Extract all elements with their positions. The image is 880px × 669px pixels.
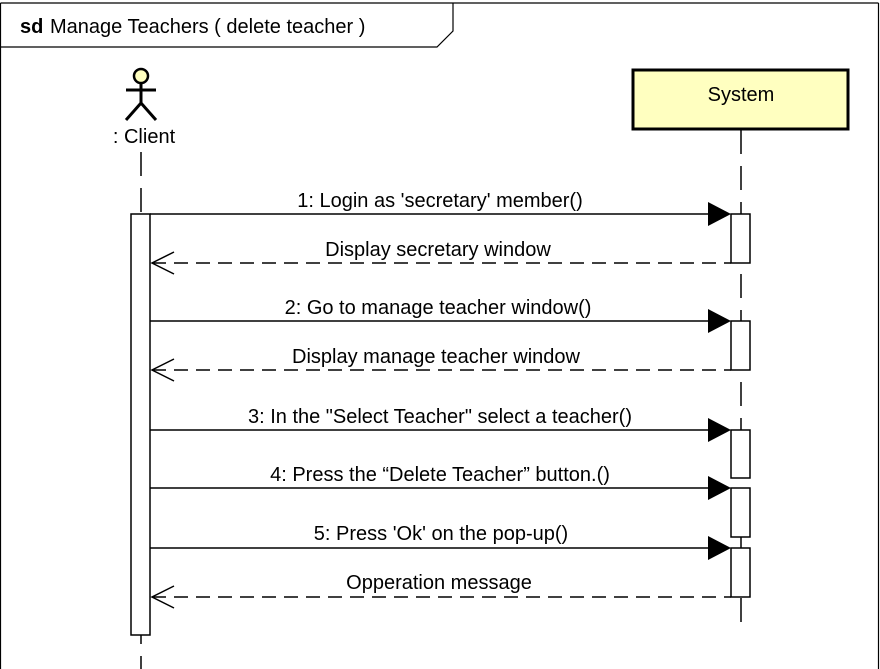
- frame-keyword: sd: [20, 16, 43, 38]
- system-activation-bar: [730, 487, 751, 538]
- frame-title: Manage Teachers ( delete teacher ): [50, 16, 365, 38]
- message-label: 2: Go to manage teacher window(): [285, 297, 592, 319]
- message-return: Display secretary window: [150, 239, 731, 275]
- message-call: 4: Press the “Delete Teacher” button.(): [150, 464, 731, 500]
- filled-arrowhead-icon: [708, 536, 731, 560]
- message-label: Display secretary window: [325, 239, 551, 261]
- system-activation-bar: [730, 213, 751, 264]
- message-label: Opperation message: [346, 572, 532, 594]
- stick-figure-icon: [124, 67, 158, 121]
- open-arrowhead-icon: [150, 358, 175, 382]
- message-label: 5: Press 'Ok' on the pop-up(): [314, 523, 568, 545]
- filled-arrowhead-icon: [708, 309, 731, 333]
- message-label: 4: Press the “Delete Teacher” button.(): [270, 464, 610, 486]
- message-label: 1: Login as 'secretary' member(): [297, 190, 583, 212]
- open-arrowhead-icon: [150, 585, 175, 609]
- message-return: Opperation message: [150, 572, 731, 609]
- message-return: Display manage teacher window: [150, 346, 731, 382]
- actor-label: : Client: [113, 126, 176, 148]
- open-arrowhead-icon: [150, 251, 175, 275]
- filled-arrowhead-icon: [708, 202, 731, 226]
- system-activation-bar: [730, 429, 751, 479]
- message-call: 3: In the "Select Teacher" select a teac…: [150, 406, 731, 442]
- filled-arrowhead-icon: [708, 476, 731, 500]
- actor-client: : Client: [113, 67, 176, 148]
- filled-arrowhead-icon: [708, 418, 731, 442]
- system-activation-bar: [730, 320, 751, 371]
- system-lifeline-head: System: [631, 68, 850, 131]
- frame-title-tab: [0, 3, 454, 48]
- system-activation-bar: [730, 547, 751, 598]
- message-label: 3: In the "Select Teacher" select a teac…: [248, 406, 632, 428]
- client-activation-bar: [130, 213, 151, 636]
- message-call: 5: Press 'Ok' on the pop-up(): [150, 523, 731, 560]
- message-call: 2: Go to manage teacher window(): [150, 297, 731, 333]
- message-call: 1: Login as 'secretary' member(): [150, 190, 731, 226]
- system-label: System: [708, 84, 775, 106]
- message-label: Display manage teacher window: [292, 346, 580, 368]
